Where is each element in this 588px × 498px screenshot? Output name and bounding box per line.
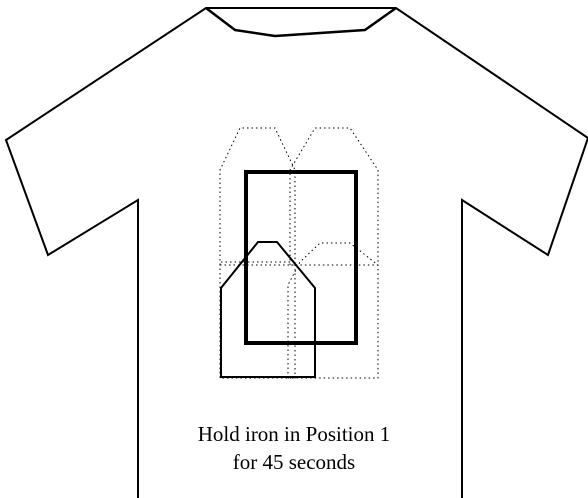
iron-guide-top-right <box>290 128 378 265</box>
iron-guide-bottom-left <box>220 262 295 378</box>
transfer-outline <box>246 172 356 343</box>
iron-guide-bottom-right <box>288 243 378 378</box>
instruction-line-2: for 45 seconds <box>94 449 494 475</box>
iron-guide-top-left <box>220 128 295 265</box>
tshirt-collar <box>206 8 396 36</box>
instruction-line-1: Hold iron in Position 1 <box>94 421 494 447</box>
